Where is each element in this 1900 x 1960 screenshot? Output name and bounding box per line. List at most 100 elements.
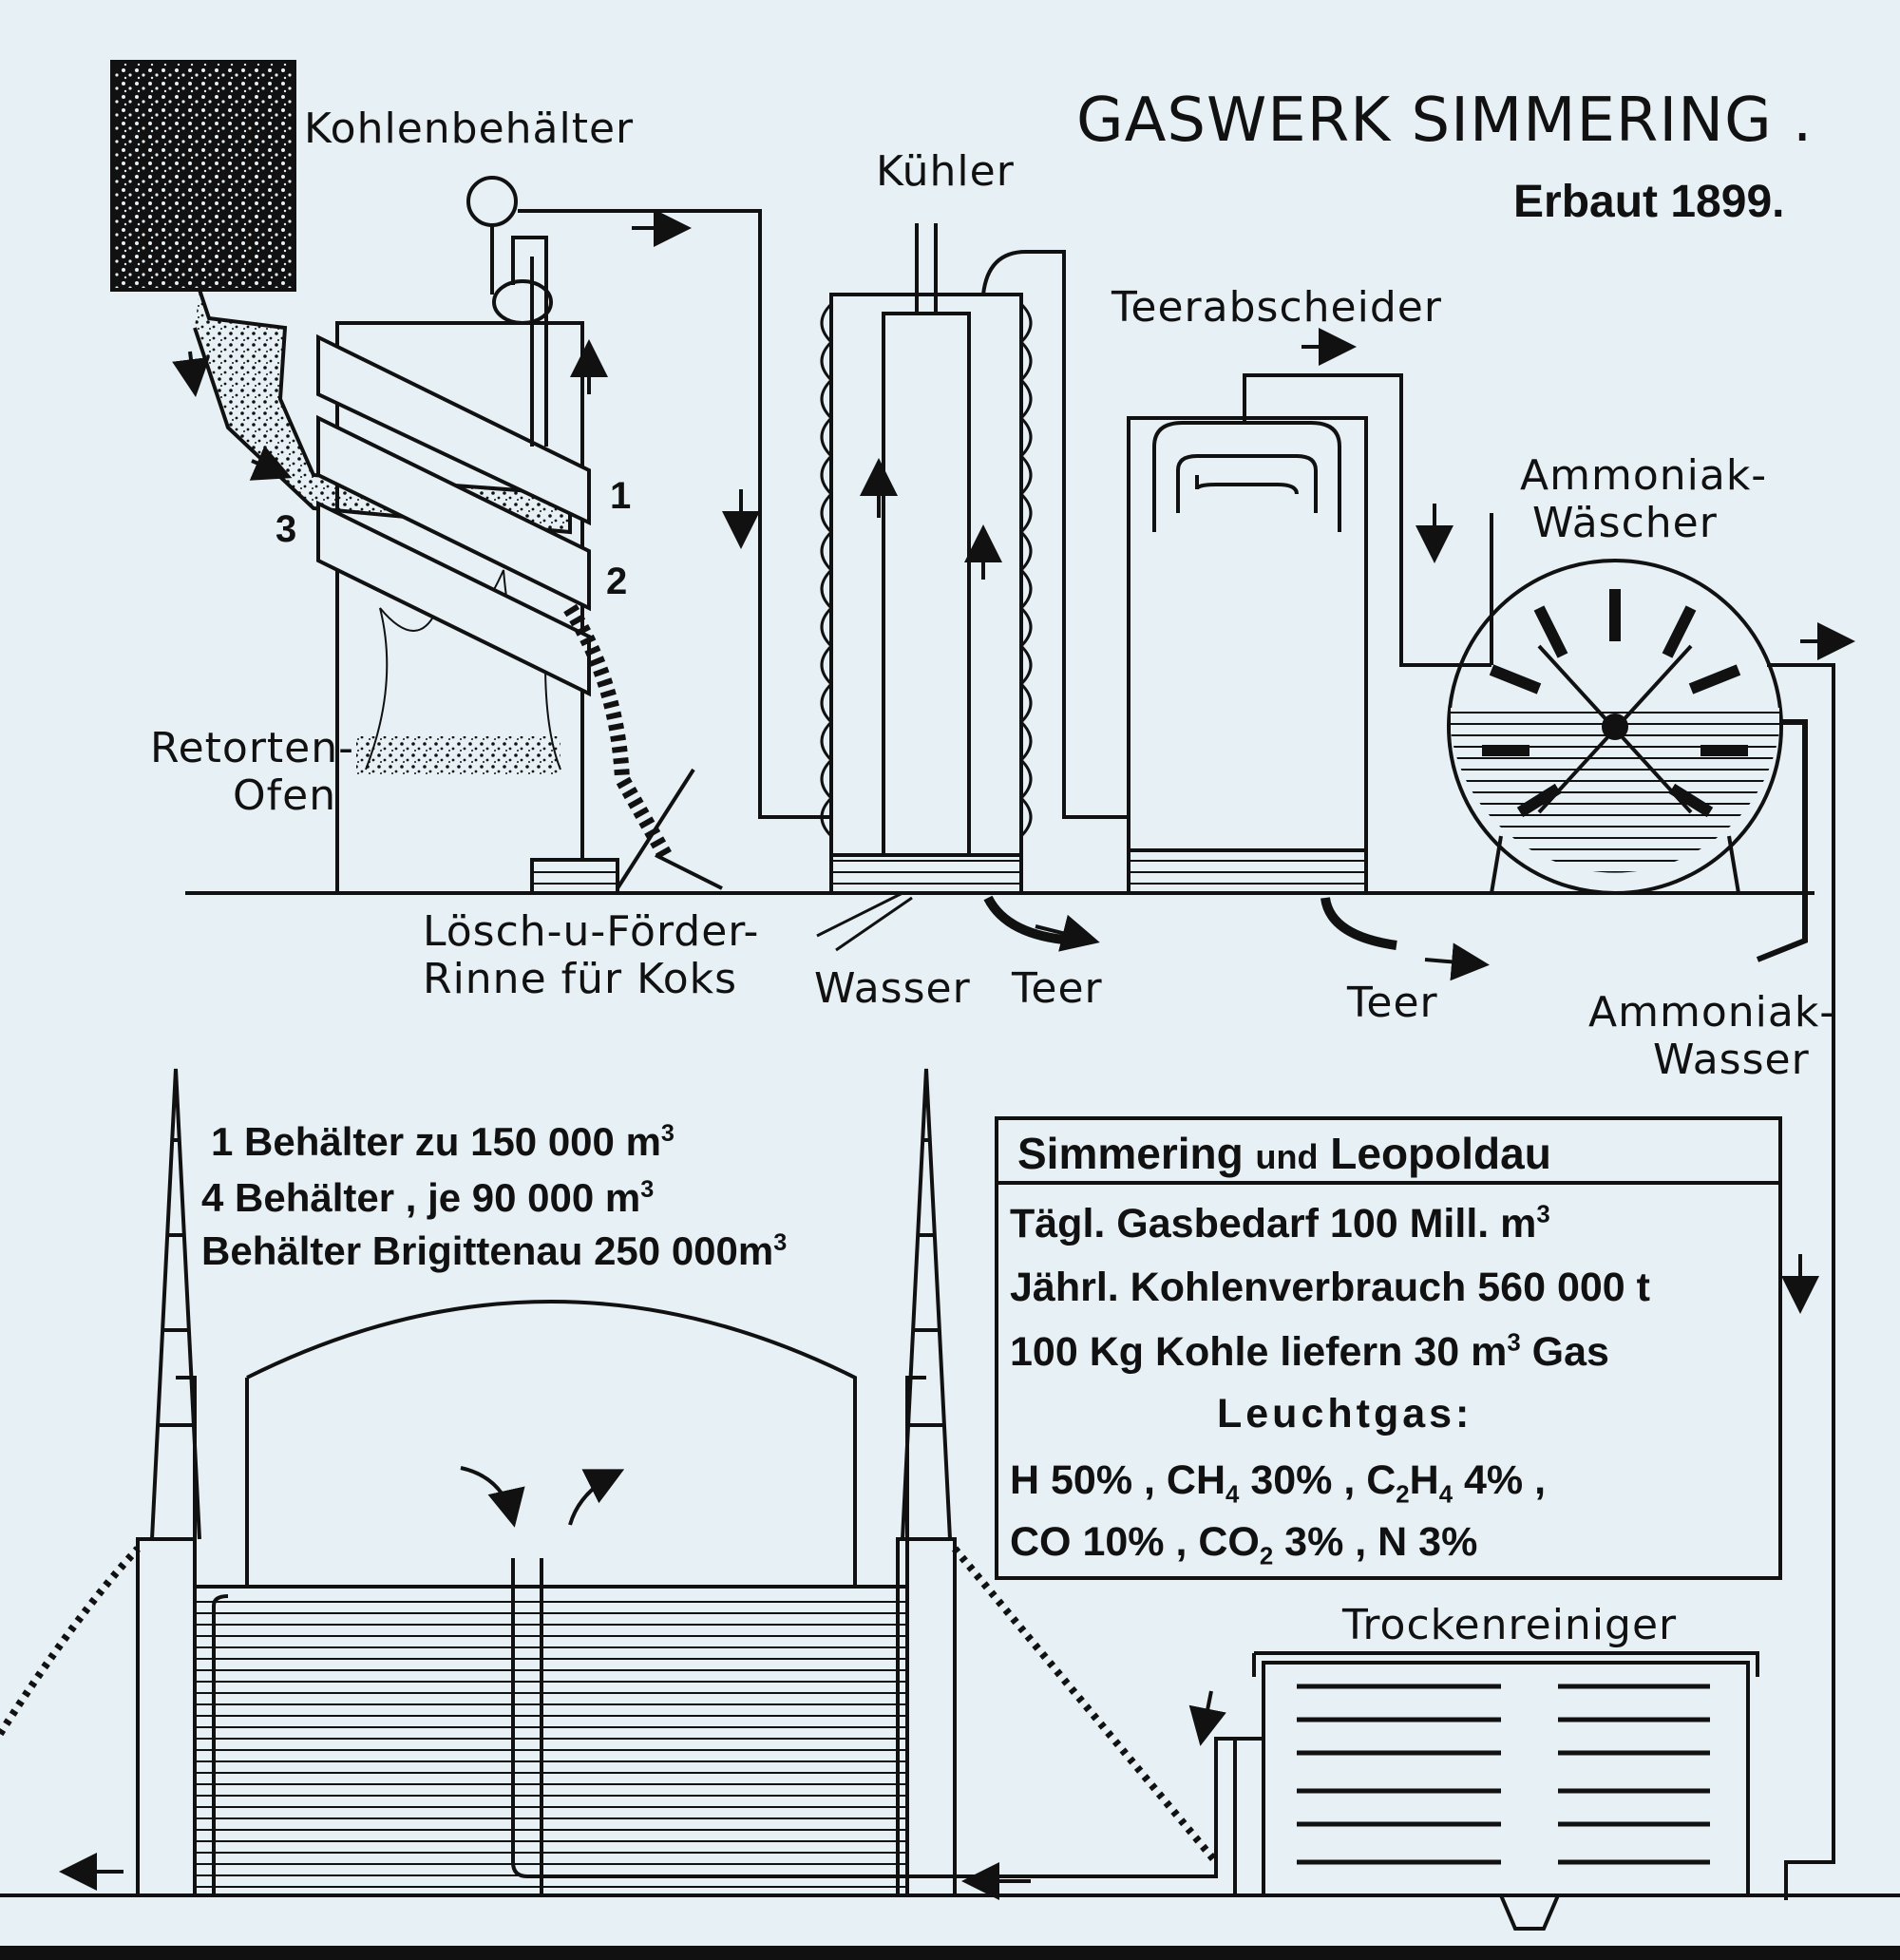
cooler-water-drain <box>816 891 913 952</box>
label-tar-cooler: Teer <box>1012 964 1103 1013</box>
quench-trough <box>530 858 619 895</box>
info-box-title-a: Simmering <box>1017 1129 1244 1178</box>
gasholder-bell <box>245 1300 857 1587</box>
gasholder-water <box>197 1596 905 1891</box>
comp-2-sub: 2 <box>1259 1543 1274 1570</box>
info-box: Simmering und Leopoldau Tägl. Gasbedarf … <box>995 1116 1782 1580</box>
cooler-vessel <box>829 293 1023 895</box>
label-ammonia-washer-2: Wäscher <box>1532 499 1718 547</box>
tar-separator-bells <box>1152 421 1341 532</box>
tar-separator-drain <box>1320 897 1397 950</box>
tower-base-right <box>896 1537 957 1897</box>
label-water: Wasser <box>814 964 971 1013</box>
comp-1-a: H 50% , CH <box>1010 1457 1226 1503</box>
comp-1-c: H <box>1409 1457 1439 1503</box>
info-box-title-b: und <box>1255 1137 1319 1176</box>
tower-base-left <box>136 1537 197 1897</box>
bottom-frame-bar <box>0 1946 1900 1960</box>
washer-stand <box>1489 835 1741 895</box>
cooler-inner-column <box>882 312 971 866</box>
coke-conveyor <box>616 768 723 890</box>
label-cooler: Kühler <box>876 147 1015 196</box>
ammonia-washer-liquid <box>1451 708 1779 873</box>
lattice-tower-left <box>150 1068 201 1540</box>
washer-brushes <box>1482 589 1748 818</box>
info-line-composition-1: H 50% , CH4 30% , C2H4 4% , <box>1010 1457 1546 1510</box>
label-retort-oven-1: Retorten- <box>150 724 355 772</box>
info-box-header: Simmering und Leopoldau <box>998 1120 1778 1185</box>
label-quench-channel-1: Lösch-u-Förder- <box>423 907 760 956</box>
label-tar-separator-drain: Teer <box>1347 979 1438 1027</box>
hydraulic-main-top <box>466 176 518 227</box>
comp-1-d: 4% , <box>1453 1457 1547 1503</box>
info-line-annual-coal: Jährl. Kohlenverbrauch 560 000 t <box>1010 1265 1650 1310</box>
info-line-gas-heading: Leuchtgas: <box>1217 1391 1473 1437</box>
tar-separator-gas-pipe <box>1243 373 1472 667</box>
retort-3 <box>316 500 591 697</box>
riser-pipe-2 <box>511 236 548 447</box>
gasholder-guide-right <box>905 1376 926 1587</box>
holder-line-2: 4 Behälter , je 90 000 m3 <box>201 1175 654 1221</box>
comp-1-sub2: 2 <box>1396 1481 1410 1509</box>
flow-arrow <box>460 1466 525 1528</box>
holder-line-1-unit-exp: 3 <box>660 1120 674 1147</box>
info-line-yield: 100 Kg Kohle liefern 30 m3 Gas <box>1010 1329 1609 1376</box>
retort-2 <box>316 414 591 612</box>
label-dry-purifier: Trockenreiniger <box>1342 1601 1678 1649</box>
lattice-tower-right <box>901 1068 952 1540</box>
comp-2-b: 3% , N 3% <box>1273 1519 1478 1565</box>
coke-falling <box>563 603 672 859</box>
retort-1 <box>316 333 591 526</box>
info-line-yield-text-b: Gas <box>1520 1329 1609 1375</box>
comp-2-a: CO 10% , CO <box>1010 1519 1260 1565</box>
riser-pipe <box>490 209 831 819</box>
comp-1-sub1: 4 <box>1226 1481 1240 1509</box>
retort-number-1: 1 <box>610 475 632 517</box>
washer-drain <box>1756 719 1808 962</box>
retort-number-3: 3 <box>276 508 297 550</box>
page-title: GASWERK SIMMERING . <box>1076 86 1814 156</box>
holder-line-1-text: 1 Behälter zu 150 000 m <box>211 1119 661 1164</box>
holder-line-2-text: 4 Behälter , je 90 000 m <box>201 1175 641 1220</box>
embankment-left <box>0 1546 141 1737</box>
comp-1-sub3: 4 <box>1438 1481 1454 1509</box>
info-line-yield-text: 100 Kg Kohle liefern 30 m <box>1010 1329 1508 1375</box>
retort-number-2: 2 <box>606 561 628 602</box>
flow-arrow <box>1188 1690 1226 1746</box>
holder-line-3-text: Behälter Brigittenau 250 000m <box>201 1228 774 1273</box>
dry-purifier-box <box>1262 1661 1750 1897</box>
washer-hub <box>1602 714 1628 740</box>
comp-1-b: 30% , C <box>1239 1457 1396 1503</box>
flow-arrow <box>172 351 210 397</box>
washer-outlet <box>1767 663 1835 1900</box>
washer-inlet <box>1472 513 1493 667</box>
flow-arrow <box>1035 914 1100 952</box>
dry-purifier-outlet <box>1233 1737 1264 1895</box>
coal-container <box>110 60 296 292</box>
label-quench-channel-2: Rinne für Koks <box>423 955 738 1003</box>
retort-oven <box>335 321 584 895</box>
hydraulic-main <box>492 279 553 325</box>
cooler-wavy-right <box>1018 302 1033 838</box>
dry-purifier-lid <box>1252 1651 1759 1677</box>
holder-line-2-unit-exp: 3 <box>640 1176 655 1203</box>
label-tar-separator: Teerabscheider <box>1112 283 1442 332</box>
label-retort-oven-2: Ofen <box>233 771 337 820</box>
flow-arrow <box>568 1469 625 1526</box>
label-ammonia-water-2: Wasser <box>1653 1036 1810 1084</box>
tar-separator-sump <box>1127 848 1368 895</box>
flow-arrow <box>249 446 293 481</box>
info-box-title-c: Leopoldau <box>1330 1129 1551 1178</box>
page-subtitle: Erbaut 1899. <box>1513 177 1785 227</box>
flow-arrow <box>1424 942 1490 981</box>
retort-coke-heap <box>356 736 560 774</box>
info-line-yield-exp: 3 <box>1507 1329 1521 1357</box>
cooler-sump <box>829 853 1023 895</box>
info-line-daily-demand-exp: 3 <box>1536 1201 1550 1228</box>
label-ammonia-water-1: Ammoniak- <box>1588 988 1836 1037</box>
cooler-water-pipe <box>915 223 938 314</box>
label-coal-container: Kohlenbehälter <box>304 105 635 153</box>
gasholder-supply <box>212 1594 229 1895</box>
info-line-daily-demand: Tägl. Gasbedarf 100 Mill. m3 <box>1010 1201 1550 1247</box>
